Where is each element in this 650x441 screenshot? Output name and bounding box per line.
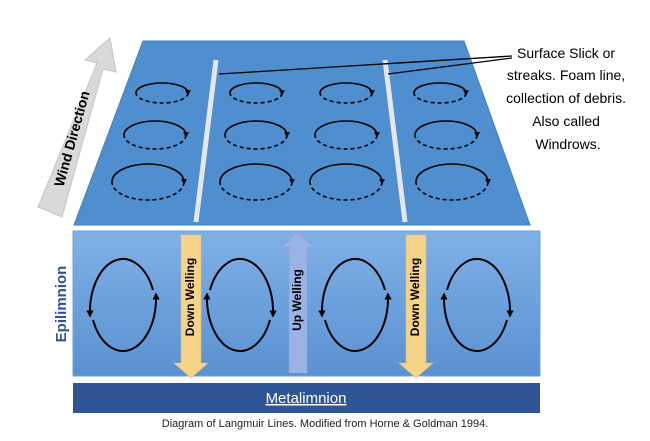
metalimnion-label: Metalimnion (266, 390, 347, 407)
eddy-lower-arc (314, 134, 378, 150)
surface-note-line: Surface Slick or (517, 45, 615, 61)
circulation-arc (440, 292, 508, 352)
down-welling-label: Down Welling (408, 258, 422, 336)
up-welling-label: Up Welling (290, 269, 304, 331)
eddy-lower-arc (224, 134, 288, 150)
pointer-line (387, 57, 513, 75)
caption: Diagram of Langmuir Lines. Modified from… (161, 418, 489, 430)
eddy-lower-arc (111, 181, 185, 201)
circulation-arc (92, 292, 160, 352)
circulation-arc (209, 258, 277, 318)
surface-eddies (111, 82, 491, 201)
surface-slick-line (193, 59, 219, 223)
down-welling-label: Down Welling (183, 258, 197, 336)
eddy-upper-arc (224, 120, 290, 138)
eddy-upper-arc (413, 82, 469, 96)
circulation-arc (446, 258, 514, 318)
eddy-upper-arc (229, 82, 285, 96)
metalimnion-box (73, 383, 540, 413)
surface-slick-line (382, 59, 408, 223)
wind-direction-arrow (37, 37, 117, 218)
surface-note-line: Also called (532, 113, 600, 129)
eddy-lower-arc (413, 92, 467, 104)
eddy-upper-arc (219, 163, 295, 185)
eddy-lower-arc (135, 92, 189, 104)
eddy-upper-arc (111, 163, 187, 185)
down-welling-arrow (398, 234, 434, 379)
eddy-lower-arc (309, 181, 383, 201)
circulation-arc (318, 258, 386, 318)
eddy-upper-arc (135, 82, 191, 96)
eddy-lower-arc (414, 134, 478, 150)
circulation-arc (203, 292, 271, 352)
up-welling-arrow (281, 231, 315, 374)
pointer-line (218, 55, 513, 75)
eddy-lower-arc (319, 92, 373, 104)
surface-note-line: streaks. Foam line, (507, 67, 625, 83)
down-welling-arrow (173, 234, 209, 379)
eddy-upper-arc (314, 120, 380, 138)
eddy-upper-arc (309, 163, 385, 185)
epilimnion-label: Epilimnion (53, 266, 70, 343)
surface-note-line: Windrows. (535, 136, 600, 152)
surface-note-line: collection of debris. (506, 90, 626, 106)
circulation-arc (86, 258, 154, 318)
eddy-upper-arc (319, 82, 375, 96)
eddy-upper-arc (123, 120, 189, 138)
eddy-lower-arc (219, 181, 293, 201)
circulation-arc (324, 292, 392, 352)
circulation-cells (86, 258, 514, 352)
surface-slick-note: Surface Slick or streaks. Foam line, col… (506, 45, 630, 152)
eddy-lower-arc (123, 134, 187, 150)
eddy-lower-arc (415, 181, 489, 201)
eddy-upper-arc (414, 120, 480, 138)
eddy-lower-arc (229, 92, 283, 104)
eddy-upper-arc (415, 163, 491, 185)
